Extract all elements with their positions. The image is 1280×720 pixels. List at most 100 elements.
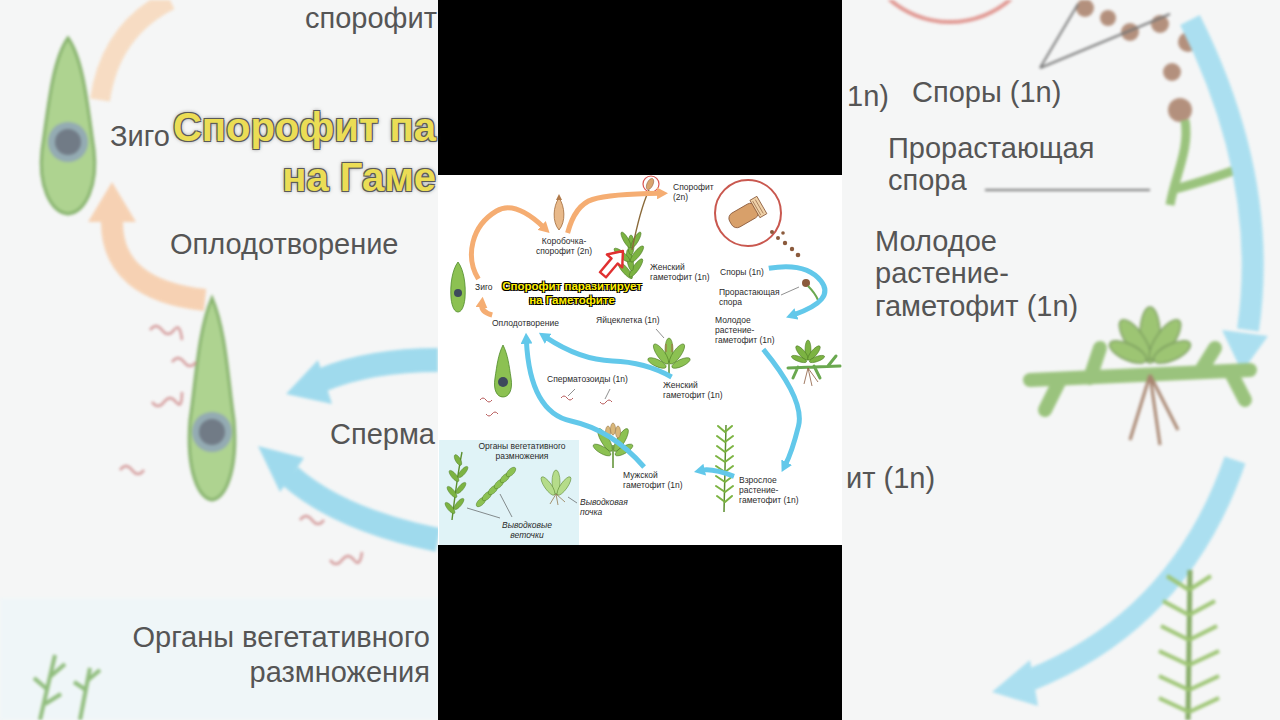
zygote-figure-part: [451, 262, 465, 312]
background-overlay-text: Спорофит па: [120, 104, 436, 150]
left-side-art-part-part: [172, 358, 196, 366]
stage-text: Сперматозоиды (1n): [547, 375, 628, 385]
stage-label: Спорофит (2n): [671, 182, 721, 204]
young-gametophyte-part: [804, 368, 818, 386]
cycle-arrow: [546, 337, 672, 377]
germinating-spore-part: [802, 279, 810, 287]
brood-bud-part: [568, 497, 577, 503]
right-side-art-part: [1076, 0, 1198, 81]
female-gametophyte-part: [656, 329, 664, 338]
background-text: спорофит: [305, 2, 437, 35]
sperm-cells-part: [600, 400, 612, 404]
capsule-figure: [554, 194, 564, 230]
fertilization-figure-part: [498, 377, 508, 387]
stage-text: Женский гаметофит (1n): [663, 381, 729, 401]
left-side-art-part: [100, 0, 170, 100]
male-gametophyte-part-part: [611, 427, 631, 454]
brood-branch-part-part: [448, 469, 461, 483]
capsule-magnifier-part-part: [776, 236, 780, 240]
right-side-art-part: [1159, 576, 1219, 712]
sperm-cells: [480, 389, 612, 416]
right-side-art-part: [1030, 348, 1250, 410]
right-side-art-part-part: [1144, 315, 1186, 365]
young-gametophyte-part-part: [794, 344, 810, 362]
right-side-art-part: [992, 660, 1038, 706]
stage-label: Мужской гаметофит (1n): [621, 470, 691, 492]
left-side-art-part: [88, 182, 136, 222]
brood-branch: [444, 452, 470, 520]
sporophyte-on-gametophyte-part: [612, 231, 645, 280]
right-side-art: [858, 0, 1268, 720]
brood-bud-part-part: [552, 470, 560, 494]
leader-line-part: [467, 508, 500, 518]
sperm-cells-part: [561, 396, 573, 400]
capsule-magnifier-part: [770, 230, 800, 257]
adult-gametophyte-part: [716, 426, 733, 502]
sperm-cells-part: [480, 398, 492, 402]
background-text: ит (1n): [846, 462, 935, 495]
background-text: 1n): [847, 80, 889, 113]
right-side-art-part: [1030, 460, 1235, 680]
left-side-art-part: [34, 655, 100, 720]
stage-text: Прорастающая спора: [719, 288, 781, 308]
sporophyte-on-gametophyte-part-part: [628, 244, 645, 263]
female-gametophyte-part-part: [651, 342, 671, 366]
right-side-art-part-part: [1076, 0, 1094, 17]
right-side-art-part-part: [1100, 10, 1116, 26]
stage-text: Взрослое растение-гаметофит (1n): [739, 476, 805, 505]
callout-arrow-part: [595, 245, 630, 282]
right-side-art-part-part: [1151, 15, 1169, 33]
left-side-art-part-part: [150, 326, 182, 340]
capsule-magnifier-part-part: [796, 253, 801, 258]
cycle-arrow: [471, 208, 543, 279]
capsule-magnifier-part-part: [781, 231, 785, 235]
brood-branch-part: [481, 490, 494, 503]
right-side-art-part-part: [1106, 336, 1149, 367]
capsule-magnifier-part: [715, 180, 781, 246]
brood-branch-part: [452, 452, 462, 520]
stage-label: Коробочка-спорофит (2n): [530, 236, 598, 258]
zygote-figure-part: [454, 289, 462, 297]
female-gametophyte-part-part: [665, 338, 673, 362]
fertilization-figure: [494, 345, 511, 397]
left-side-art-part: [199, 419, 225, 445]
left-side-art: [0, 0, 438, 720]
sporophyte-on-gametophyte-part: [643, 176, 659, 192]
capsule-magnifier-part-part: [783, 241, 787, 245]
brood-bud: [539, 470, 577, 505]
adult-gametophyte: [716, 425, 733, 512]
left-side-art-part-part: [300, 516, 324, 524]
brood-branch: [475, 466, 518, 509]
leader-line: [467, 494, 512, 518]
stage-text: Спорофит (2n): [673, 183, 719, 203]
sporophyte-on-gametophyte-part: [632, 190, 649, 250]
male-gametophyte-part-part: [595, 427, 615, 454]
background-overlay-text: на Гаме: [120, 154, 436, 200]
stage-label: Взрослое растение-гаметофит (1n): [737, 475, 807, 506]
sperm-cells-part: [605, 389, 610, 399]
callout-arrow: [595, 245, 630, 282]
brood-bud-part: [539, 470, 573, 497]
sporophyte-on-gametophyte-part-part: [627, 257, 645, 278]
female-gametophyte-part-part: [667, 342, 687, 366]
right-side-art-part: [1168, 98, 1192, 122]
left-side-art-part-part: [152, 392, 182, 406]
left-side-art-part: [0, 598, 438, 720]
left-side-art-part: [290, 476, 438, 540]
right-side-art-part-part: [1114, 315, 1156, 365]
brood-branch-part-part: [453, 497, 466, 511]
background-text: Органы вегетативного размножения: [96, 620, 430, 690]
stage-text: Зиго: [475, 283, 493, 293]
germinating-spore-part: [781, 287, 799, 295]
young-gametophyte-part-part: [809, 354, 826, 364]
right-side-art-part: [985, 189, 1150, 191]
adult-gametophyte-part-part: [716, 426, 733, 502]
female-gametophyte-part: [668, 360, 670, 376]
brood-branch-part-part: [444, 501, 457, 515]
right-side-art-part: [1170, 120, 1240, 205]
left-side-art-part: [55, 129, 81, 155]
left-side-art-part-part: [40, 655, 55, 720]
right-side-art-part: [1106, 307, 1193, 368]
female-gametophyte-part-part: [646, 356, 667, 371]
female-gametophyte-part: [666, 344, 672, 352]
